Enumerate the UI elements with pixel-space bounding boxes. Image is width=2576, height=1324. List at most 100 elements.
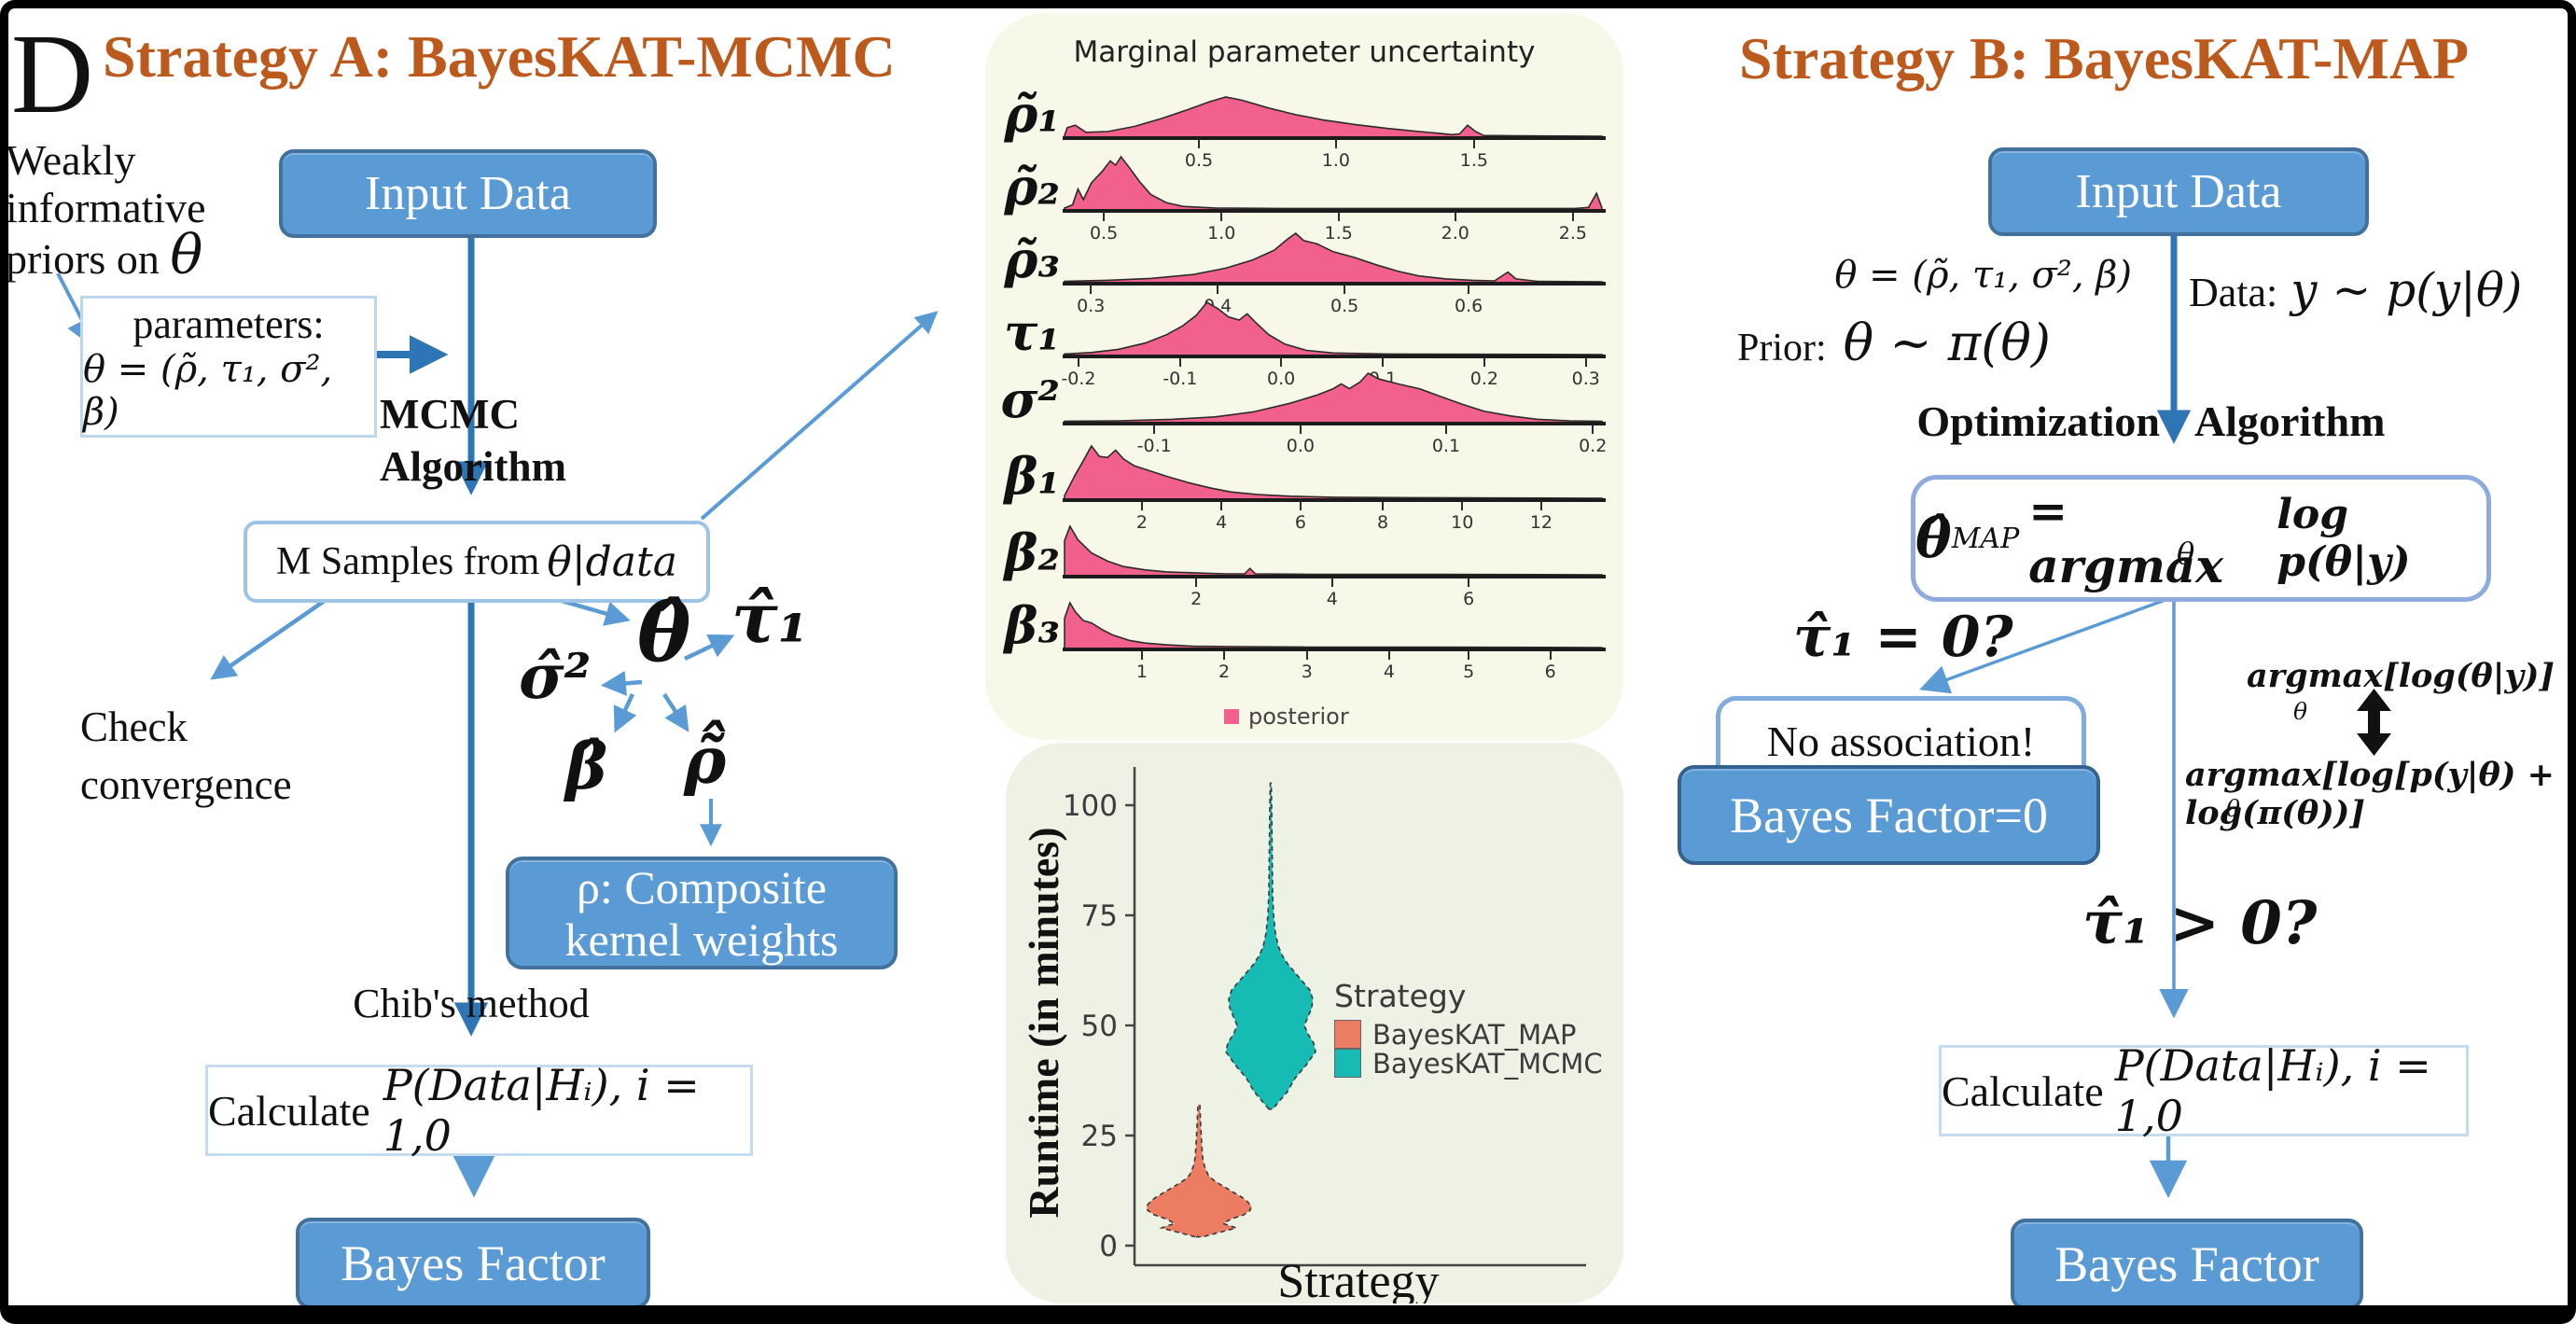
beta-hat-symbol: β̂ — [565, 730, 608, 804]
priors-line-1: Weakly — [6, 136, 136, 184]
calculate-box-b[interactable]: Calculate P(Data|Hᵢ), i = 1,0 — [1939, 1040, 2469, 1141]
ridge-tick-label: 0.3 — [1077, 296, 1106, 316]
violin-x-axis-label: Strategy — [1277, 1255, 1439, 1303]
rho-hat-symbol: ρ̃̂ — [684, 724, 727, 799]
ridge-tick-mark — [1219, 212, 1223, 221]
tau-greater-zero-question: τ̂₁ > 0? — [2082, 888, 2318, 958]
prior-equation: θ ~ π(θ) — [1843, 314, 2051, 372]
ridge-tick-label: 5 — [1463, 662, 1475, 682]
ridge-tick-mark — [1219, 501, 1223, 510]
input-data-box-b[interactable]: Input Data — [1988, 147, 2369, 236]
argmax-under-theta: θ — [2176, 536, 2195, 571]
ridge-tick-label: 12 — [1529, 512, 1553, 533]
ridge-tick-label: 8 — [1376, 512, 1389, 533]
ridge-tick-label: 0.0 — [1267, 369, 1296, 389]
parameters-equation: θ = (ρ̃, τ₁, σ², β) — [83, 347, 333, 434]
priors-line-2: informative — [6, 184, 206, 231]
ridge-density — [1064, 155, 1603, 212]
optimization-word: Optimization — [1916, 397, 2160, 445]
bayes-factor-box-a[interactable]: Bayes Factor — [296, 1218, 650, 1309]
ridge-legend: posterior — [1224, 704, 1349, 730]
mcmc-algorithm-label: MCMC Algorithm — [380, 391, 566, 490]
ridge-tick-label: 0.0 — [1286, 436, 1315, 456]
ridge-tick-label: 1.0 — [1207, 223, 1236, 244]
ridge-tick-mark — [1539, 501, 1543, 510]
ridge-tick-label: 1.5 — [1459, 150, 1489, 171]
ridge-tick-mark — [1571, 212, 1575, 221]
ridge-tick-mark — [1549, 650, 1552, 660]
ridge-axis-line — [1063, 648, 1606, 651]
ridge-axis-line — [1063, 136, 1606, 140]
ridge-density — [1064, 444, 1603, 501]
panel-letter: D — [11, 11, 94, 137]
violin-BayesKAT_MAP — [1146, 1104, 1252, 1238]
ridge-axis-line — [1063, 422, 1606, 425]
violin-legend: Strategy BayesKAT_MAP BayesKAT_MCMC — [1334, 978, 1603, 1080]
map-estimate-box[interactable]: θ̂MAP = argmax θ log p(θ|y) — [1911, 475, 2491, 602]
arrow-theta-to-tau — [684, 634, 735, 662]
ridge-title: Marginal parameter uncertainty — [1073, 35, 1536, 69]
theta-hat-symbol: θ̂ — [637, 586, 691, 680]
posterior-swatch-icon — [1224, 709, 1239, 724]
ridge-tick-mark — [1584, 357, 1587, 367]
ridge-tick-mark — [1467, 578, 1470, 587]
ridge-tick-mark — [1330, 578, 1334, 587]
svg-text:25: 25 — [1081, 1120, 1118, 1153]
svg-text:0: 0 — [1099, 1230, 1118, 1263]
ridge-tick-label: 6 — [1294, 512, 1306, 533]
svg-text:75: 75 — [1081, 899, 1118, 933]
bayes-factor-box-b[interactable]: Bayes Factor — [2011, 1219, 2363, 1310]
parameters-box[interactable]: parameters: θ = (ρ̃, τ₁, σ², β) — [80, 296, 377, 438]
ridge-density — [1064, 300, 1603, 357]
ridge-tick-mark — [1090, 285, 1093, 294]
ridge-tick-label: 0.5 — [1089, 223, 1119, 244]
ridge-row-label: β₂ — [1004, 523, 1060, 582]
ridge-tick-mark — [1472, 139, 1476, 148]
ridge-tick-mark — [1381, 501, 1385, 510]
check-convergence-label: Check convergence — [80, 704, 292, 808]
ridge-density — [1064, 601, 1603, 650]
ridge-density — [1064, 96, 1603, 139]
violin-legend-title: Strategy — [1334, 978, 1467, 1014]
violin-BayesKAT_MCMC — [1225, 782, 1316, 1110]
ridge-tick-mark — [1454, 212, 1456, 221]
ridge-row-label: ρ̃₃ — [1004, 230, 1060, 289]
prior-line: Prior: θ ~ π(θ) — [1737, 314, 2051, 372]
ridge-tick-mark — [1444, 425, 1448, 434]
m-samples-box[interactable]: M Samples from θ|data — [244, 521, 710, 603]
map-swatch-icon — [1334, 1020, 1361, 1049]
ridge-tick-mark — [1216, 285, 1219, 294]
input-data-box-a[interactable]: Input Data — [279, 149, 657, 238]
ridge-tick-mark — [1467, 650, 1470, 660]
ridge-row-label: ρ̃₂ — [1004, 157, 1060, 216]
ridge-axis-line — [1063, 282, 1606, 286]
ridge-tick-mark — [1461, 501, 1464, 510]
arrow-map-to-no-association — [1919, 595, 2174, 694]
calculate-box-a[interactable]: Calculate P(Data|Hᵢ), i = 1,0 — [205, 1060, 753, 1161]
ridge-row-label: β₁ — [1004, 446, 1060, 506]
ridge-tick-label: 1 — [1135, 662, 1148, 682]
ridge-axis-line — [1063, 209, 1606, 213]
ridge-tick-mark — [1337, 212, 1340, 221]
ridge-tick-label: 6 — [1463, 589, 1475, 609]
equivalence-line-2: argmax[log[p(y|θ) + log(π(θ))] — [2185, 756, 2555, 832]
ridge-tick-label: 2.0 — [1441, 223, 1469, 244]
ridge-tick-mark — [1102, 212, 1106, 221]
chibs-method-label: Chib's method — [353, 981, 590, 1026]
composite-kernel-weights-box[interactable]: ρ: Composite kernel weights — [506, 857, 898, 969]
violin-legend-map: BayesKAT_MAP — [1372, 1018, 1577, 1051]
ridge-row-label: ρ̃₁ — [1004, 84, 1060, 144]
bayes-factor-zero-box[interactable]: Bayes Factor=0 — [1678, 765, 2100, 865]
ridge-tick-label: 2 — [1135, 512, 1148, 533]
ridge-tick-mark — [1279, 357, 1283, 367]
ridge-axis-line — [1063, 575, 1606, 578]
ridge-tick-label: 0.6 — [1455, 296, 1483, 316]
arrow-theta-to-beta — [613, 693, 637, 733]
ridge-tick-label: 4 — [1216, 512, 1228, 533]
ridge-tick-label: 0.5 — [1184, 150, 1214, 171]
violin-y-axis-label: Runtime (in minutes) — [1020, 827, 1067, 1218]
arrow-samples-to-ridge-plot — [700, 311, 939, 521]
samples-math: θ|data — [547, 537, 677, 586]
ridge-tick-label: 2 — [1218, 662, 1231, 682]
marginal-uncertainty-panel: Marginal parameter uncertainty posterior… — [985, 13, 1623, 740]
